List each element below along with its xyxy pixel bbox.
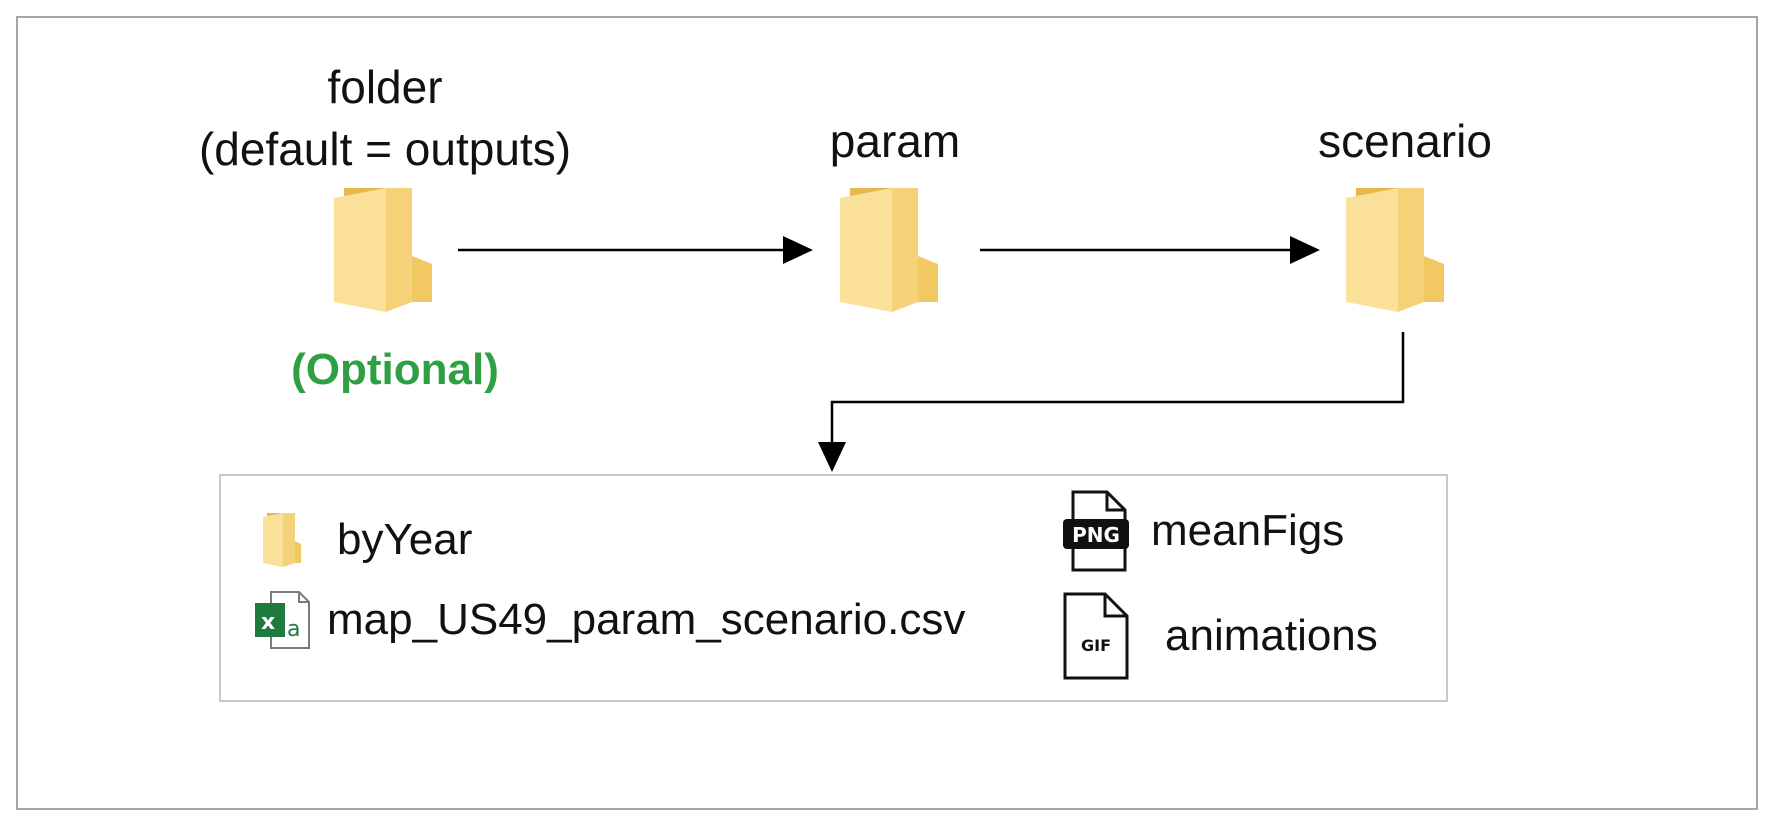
animations-item[interactable]: GIF animations	[1061, 586, 1378, 686]
folder-icon-scenario	[1346, 188, 1444, 312]
meanFigs-item[interactable]: PNG meanFigs	[1061, 486, 1344, 576]
csv-item[interactable]: a x map_US49_param_scenario.csv	[253, 584, 965, 656]
scenario-label: scenario	[1318, 115, 1492, 167]
folder-label: folder (default = outputs)	[145, 56, 625, 180]
svg-text:x: x	[261, 610, 275, 635]
param-label: param	[829, 115, 961, 167]
png-badge: PNG	[1072, 523, 1120, 547]
animations-label: animations	[1165, 611, 1378, 660]
folder-icon-root	[334, 188, 432, 312]
excel-file-icon: a x	[255, 591, 310, 649]
folder-icon-param	[840, 188, 938, 312]
svg-text:a: a	[287, 617, 300, 642]
byYear-item[interactable]: byYear	[261, 504, 472, 576]
byYear-label: byYear	[337, 515, 473, 564]
optional-note: (Optional)	[291, 345, 499, 394]
folder-label-line1: folder	[327, 61, 443, 113]
meanFigs-label: meanFigs	[1151, 506, 1345, 555]
folder-icon	[263, 513, 301, 567]
csv-label: map_US49_param_scenario.csv	[327, 595, 966, 644]
scenario-contents-box: byYear a x map_US49_param_scenario.csv P…	[219, 474, 1448, 702]
folder-label-line2: (default = outputs)	[198, 123, 572, 175]
png-file-icon: PNG	[1063, 490, 1129, 572]
gif-file-icon: GIF	[1063, 592, 1129, 680]
gif-badge: GIF	[1081, 636, 1111, 655]
